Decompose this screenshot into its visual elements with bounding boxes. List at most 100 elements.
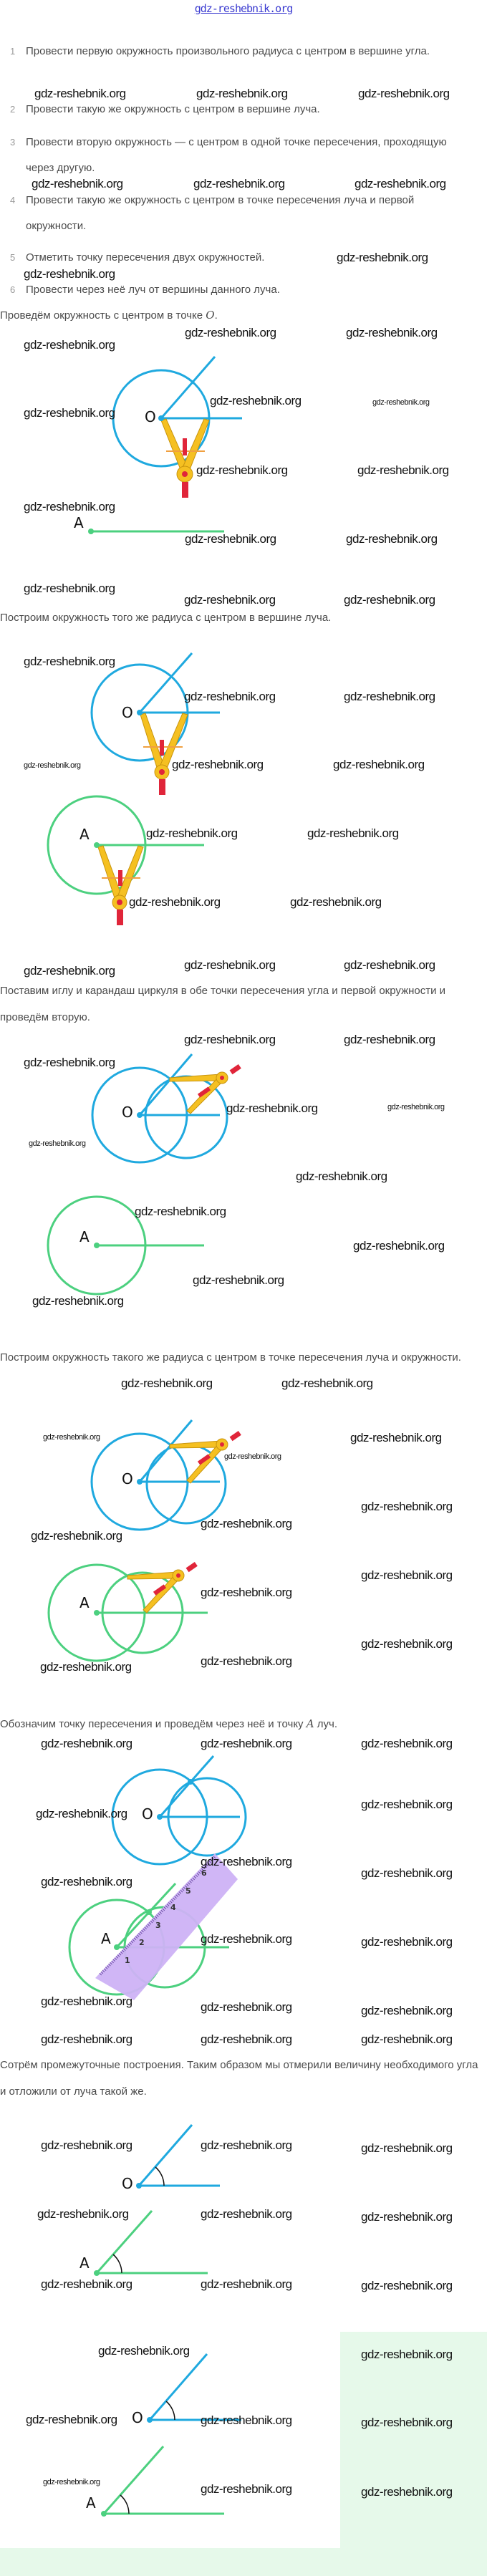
caption-tail: луч. <box>314 1718 337 1730</box>
watermark: gdz-reshebnik.org <box>224 1452 281 1461</box>
caption-2: Построим окружность того же радиуса с це… <box>0 612 332 624</box>
site-header-link[interactable]: gdz-reshebnik.org <box>194 2 294 15</box>
compass-icon <box>97 845 144 925</box>
watermark: gdz-reshebnik.org <box>201 1517 292 1530</box>
point-o <box>137 1479 143 1485</box>
watermark: gdz-reshebnik.org <box>350 1431 442 1444</box>
watermark: gdz-reshebnik.org <box>344 1033 435 1046</box>
watermark: gdz-reshebnik.org <box>31 1529 122 1543</box>
watermark: gdz-reshebnik.org <box>98 2344 190 2358</box>
watermark: gdz-reshebnik.org <box>43 2478 100 2486</box>
angle-arc <box>120 2494 130 2514</box>
watermark: gdz-reshebnik.org <box>353 1239 445 1253</box>
watermark: gdz-reshebnik.org <box>201 2277 292 2291</box>
math-a: A <box>306 1717 314 1730</box>
watermark: gdz-reshebnik.org <box>24 500 115 513</box>
label-o: O <box>122 704 133 721</box>
label-o: O <box>142 1805 153 1823</box>
watermark: gdz-reshebnik.org <box>184 958 276 972</box>
watermark: gdz-reshebnik.org <box>296 1169 387 1183</box>
compass-icon <box>169 1063 241 1114</box>
watermark: gdz-reshebnik.org <box>184 1033 276 1046</box>
intersection-point-a <box>146 1909 152 1915</box>
watermark: gdz-reshebnik.org <box>129 895 221 909</box>
watermark: gdz-reshebnik.org <box>41 2032 132 2046</box>
step-1: 1 Провести первую окружность произвольног… <box>10 39 430 64</box>
step-text: Провести первую окружность произвольного… <box>26 45 430 57</box>
watermark: gdz-reshebnik.org <box>36 1807 127 1820</box>
compass-icon <box>169 1430 241 1484</box>
watermark: gdz-reshebnik.org <box>135 1205 226 1218</box>
caption-text: Обозначим точку пересечения и проведём ч… <box>0 1718 307 1730</box>
watermark: gdz-reshebnik.org <box>361 2004 453 2017</box>
compass-icon <box>140 713 188 795</box>
step-text: Отметить точку пересечения двух окружнос… <box>26 251 265 264</box>
watermark: gdz-reshebnik.org <box>32 1294 124 1308</box>
watermark: gdz-reshebnik.org <box>201 2138 292 2152</box>
watermark: gdz-reshebnik.org <box>361 1798 453 1811</box>
watermark: gdz-reshebnik.org <box>307 826 399 840</box>
watermark: gdz-reshebnik.org <box>210 394 302 407</box>
ruler-mark: 5 <box>185 1886 191 1896</box>
caption-text: Проведём окружность с центром в точке <box>0 309 206 322</box>
caption-1: Проведём окружность с центром в точке O. <box>0 302 480 329</box>
point-o <box>137 1112 143 1118</box>
math-o: O <box>206 309 215 322</box>
ray-a-new <box>102 2446 165 2514</box>
label-o: O <box>122 2175 133 2192</box>
caption-5: Обозначим точку пересечения и проведём ч… <box>0 1711 480 1737</box>
watermark: gdz-reshebnik.org <box>24 338 115 352</box>
ruler-mark: 4 <box>170 1903 176 1912</box>
angle-ray <box>138 1053 193 1116</box>
point-a <box>101 2511 107 2517</box>
diagram-result: O A O A <box>79 2124 241 2517</box>
point-a <box>94 1610 100 1616</box>
angle-ray <box>160 356 216 419</box>
intersection-point <box>188 1779 193 1785</box>
step-number: 2 <box>10 104 16 115</box>
highlight-band <box>0 2548 487 2576</box>
angle-ray <box>138 1419 193 1482</box>
point-o <box>137 710 143 715</box>
label-o: O <box>122 1470 133 1487</box>
ruler-mark: 6 <box>201 1868 207 1878</box>
label-a: A <box>74 514 84 531</box>
point-a <box>94 1243 100 1248</box>
watermark: gdz-reshebnik.org <box>357 463 449 477</box>
label-a: A <box>101 1930 111 1947</box>
watermark: gdz-reshebnik.org <box>201 1855 292 1868</box>
watermark: gdz-reshebnik.org <box>387 1103 445 1111</box>
step-number: 6 <box>10 284 16 295</box>
watermark: gdz-reshebnik.org <box>24 655 115 668</box>
angle-ray <box>158 1755 215 1818</box>
angle-ray <box>148 2353 208 2421</box>
point-o <box>136 2183 142 2189</box>
watermark: gdz-reshebnik.org <box>34 87 126 100</box>
watermark: gdz-reshebnik.org <box>201 2482 292 2496</box>
watermark: gdz-reshebnik.org <box>361 2279 453 2292</box>
watermark: gdz-reshebnik.org <box>333 758 425 771</box>
watermark: gdz-reshebnik.org <box>355 177 446 190</box>
diagram-step-3: O A <box>47 1053 241 1296</box>
watermark: gdz-reshebnik.org <box>41 1737 132 1750</box>
watermark: gdz-reshebnik.org <box>37 2207 129 2221</box>
ray-a-new <box>115 1882 177 1949</box>
watermark: gdz-reshebnik.org <box>184 593 276 607</box>
step-number: 3 <box>10 137 16 148</box>
angle-arc <box>165 2401 175 2421</box>
watermark: gdz-reshebnik.org <box>184 690 276 703</box>
watermark: gdz-reshebnik.org <box>346 532 438 546</box>
diagram-step-1: O A <box>74 356 242 534</box>
watermark: gdz-reshebnik.org <box>344 958 435 972</box>
caption-4: Построим окружность такого же радиуса с … <box>0 1351 461 1364</box>
step-number: 1 <box>10 46 16 57</box>
watermark: gdz-reshebnik.org <box>146 826 238 840</box>
watermark: gdz-reshebnik.org <box>201 2413 292 2427</box>
watermark: gdz-reshebnik.org <box>361 2348 453 2361</box>
caption-tail: . <box>214 309 218 322</box>
